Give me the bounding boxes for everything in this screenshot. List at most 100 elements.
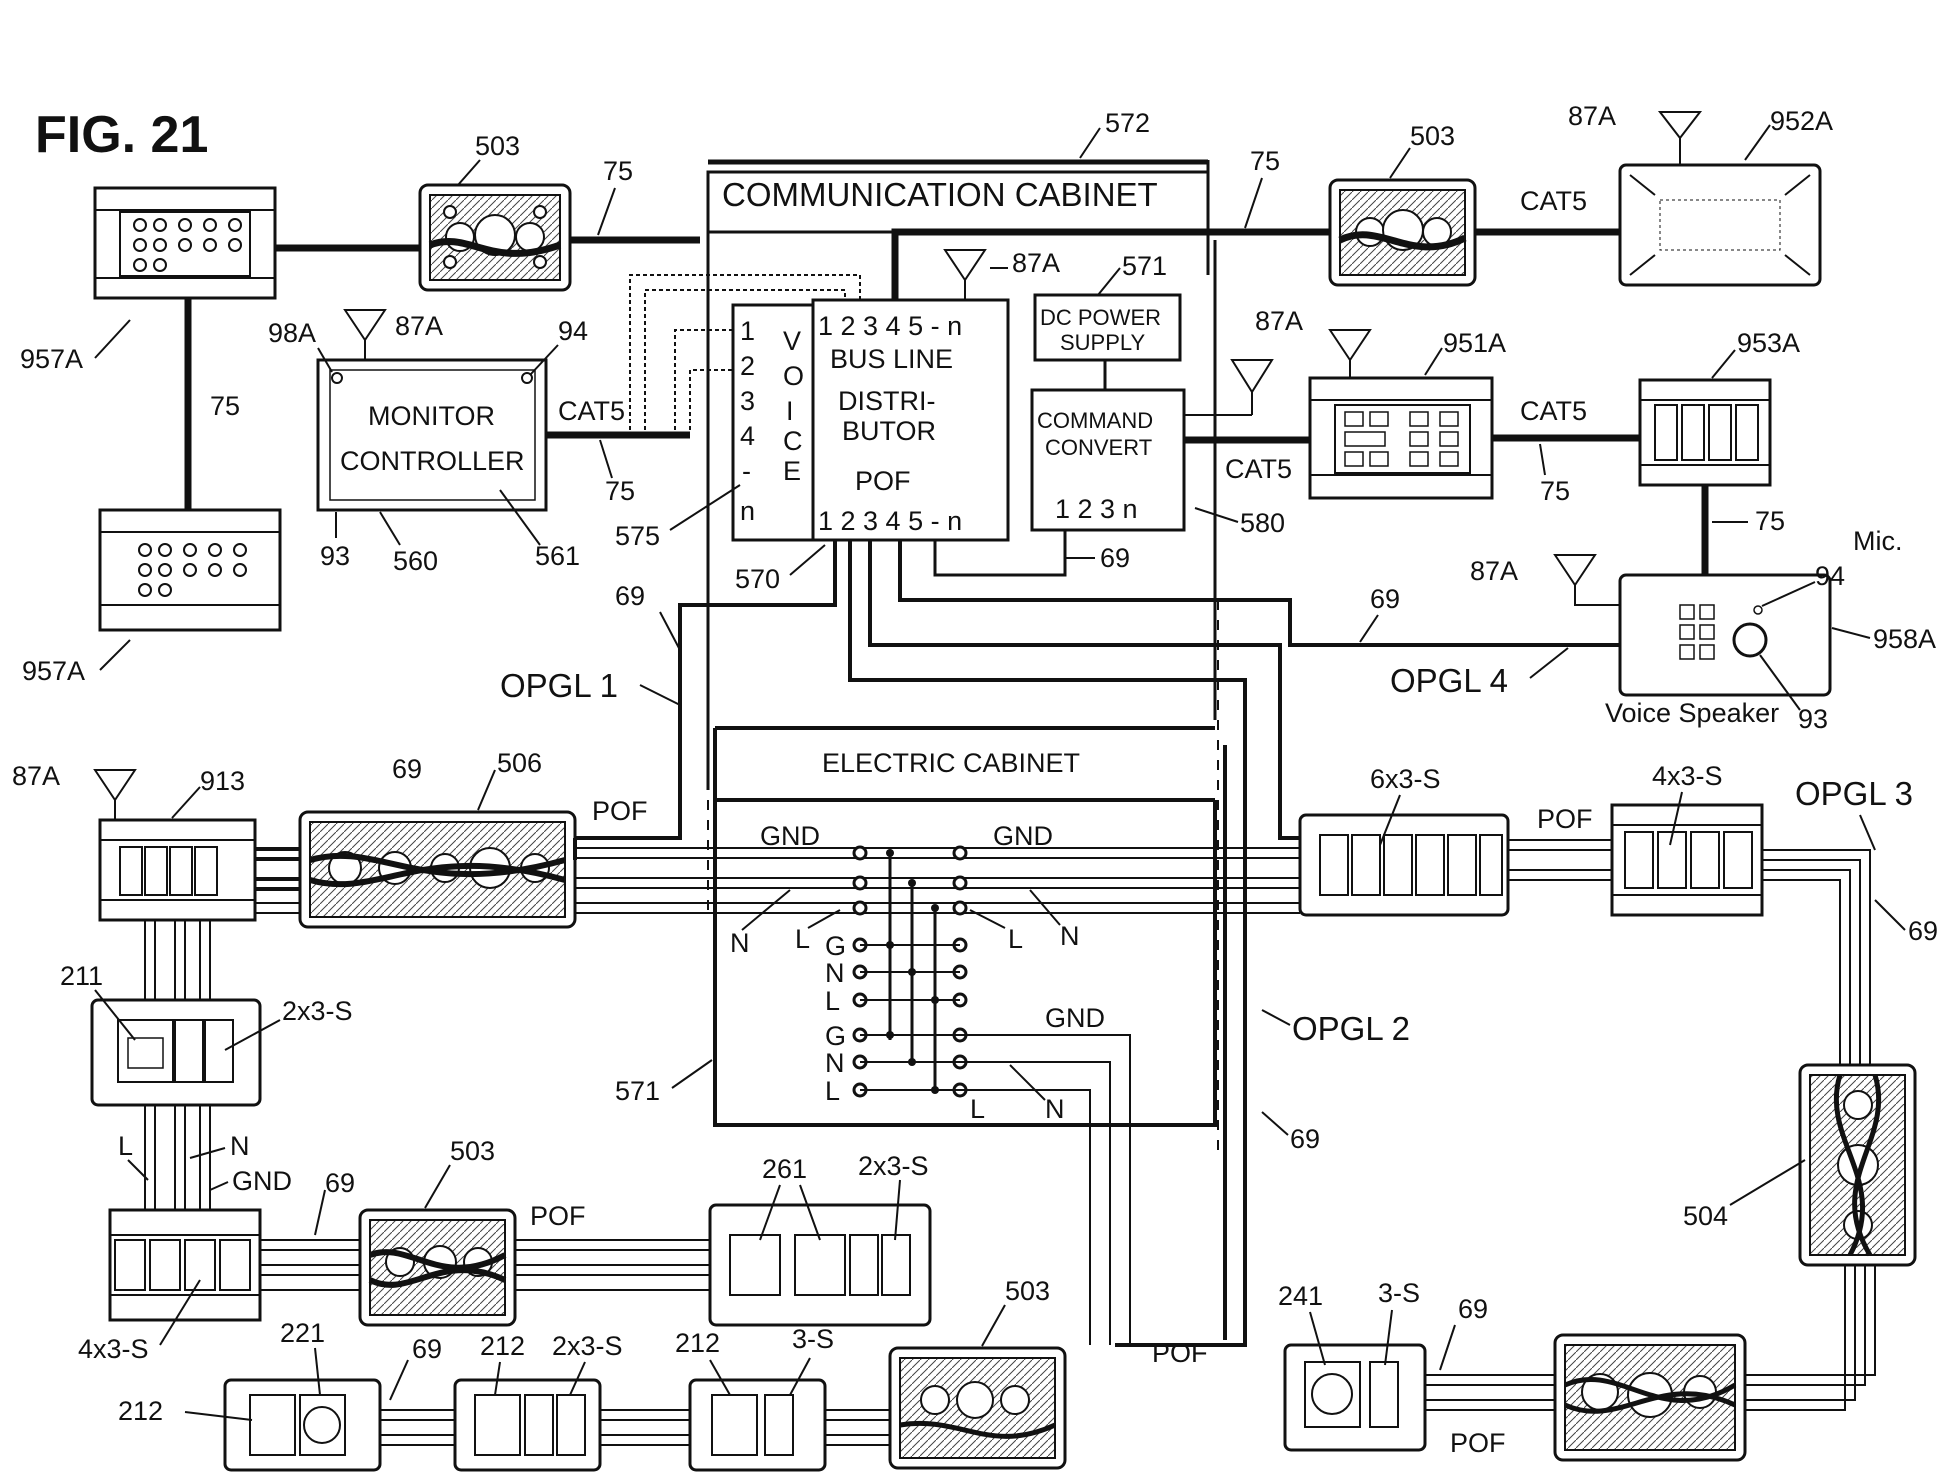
outlet-241-panel — [1285, 1345, 1425, 1450]
l-terminal: L — [970, 1094, 985, 1124]
outlet-212-2x3-panel — [455, 1380, 600, 1470]
monitor-controller-line2: CONTROLLER — [340, 446, 525, 476]
n-2: N — [825, 1048, 845, 1078]
ref-87a-913: 87A — [12, 761, 60, 791]
antenna-icon — [1555, 555, 1620, 605]
bus-pof: POF — [855, 466, 911, 496]
l-1: L — [825, 986, 840, 1016]
cat5-monitor: CAT5 — [558, 396, 625, 426]
svg-text:V: V — [783, 326, 801, 356]
n-left: N — [730, 928, 750, 958]
dc-power-line1: DC POWER — [1040, 305, 1161, 330]
antenna-icon — [1660, 112, 1700, 165]
ref-575: 575 — [615, 521, 660, 551]
ref-503-top-left: 503 — [475, 131, 520, 161]
ref-913: 913 — [200, 766, 245, 796]
ref-75-monitor: 75 — [605, 476, 635, 506]
l-left-bottom: L — [118, 1131, 133, 1161]
ref-570: 570 — [735, 564, 780, 594]
junction-box-503-bottom-center — [890, 1348, 1065, 1468]
command-ports: 1 2 3 n — [1055, 494, 1138, 524]
ref-212-a: 212 — [118, 1396, 163, 1426]
gnd-left: GND — [760, 821, 820, 851]
ref-87a-monitor: 87A — [395, 311, 443, 341]
ref-75-top-right: 75 — [1250, 146, 1280, 176]
ref-75-951: 75 — [1540, 476, 1570, 506]
ref-212-c: 212 — [675, 1328, 720, 1358]
mic-label: Mic. — [1853, 526, 1903, 556]
gnd-left-bottom: GND — [232, 1166, 292, 1196]
switch-2x3-left: 2x3-S — [282, 996, 353, 1026]
svg-text:C: C — [783, 426, 803, 456]
ref-504: 504 — [1683, 1201, 1728, 1231]
svg-text:O: O — [783, 361, 804, 391]
gnd-right: GND — [993, 821, 1053, 851]
voice-speaker-label: Voice Speaker — [1605, 698, 1779, 728]
ref-75-left: 75 — [210, 391, 240, 421]
svg-text:I: I — [786, 396, 794, 426]
switch-3s-bottom: 3-S — [792, 1324, 834, 1354]
ref-503-bottom-left: 503 — [450, 1136, 495, 1166]
svg-text:1: 1 — [740, 316, 755, 346]
outlet-212-3s-panel — [690, 1380, 825, 1470]
ref-87a-958: 87A — [1470, 556, 1518, 586]
switch-2x3-261: 2x3-S — [858, 1151, 929, 1181]
ref-212-b: 212 — [480, 1331, 525, 1361]
voice-speaker-958a — [1620, 575, 1830, 695]
switch-3s-right: 3-S — [1378, 1278, 1420, 1308]
ref-560: 560 — [393, 546, 438, 576]
ref-93-speaker: 93 — [1798, 704, 1828, 734]
ref-503-bottom-center: 503 — [1005, 1276, 1050, 1306]
svg-text:n: n — [740, 496, 755, 526]
cat5-951: CAT5 — [1520, 396, 1587, 426]
svg-text:E: E — [783, 456, 801, 486]
ref-221: 221 — [280, 1318, 325, 1348]
ref-87a-952: 87A — [1568, 101, 1616, 131]
monitor-controller — [318, 360, 546, 510]
panel-957a-bottom — [100, 510, 280, 630]
ref-953a: 953A — [1737, 328, 1800, 358]
ref-957a-bottom: 957A — [22, 656, 85, 686]
ref-69-bus: 69 — [1100, 543, 1130, 573]
panel-951a — [1310, 378, 1492, 498]
ref-503-top-right: 503 — [1410, 121, 1455, 151]
ref-241: 241 — [1278, 1281, 1323, 1311]
ref-958a: 958A — [1873, 624, 1936, 654]
opgl2-label: OPGL 2 — [1292, 1010, 1410, 1047]
terminal-leads — [860, 945, 960, 1090]
ref-561: 561 — [535, 541, 580, 571]
junction-box-503-top-left — [420, 185, 570, 290]
pof-opgl1: POF — [592, 796, 648, 826]
ref-571-dc: 571 — [1122, 251, 1167, 281]
ref-211: 211 — [60, 961, 103, 991]
ref-957a-top: 957A — [20, 344, 83, 374]
opgl4-label: OPGL 4 — [1390, 662, 1508, 699]
ref-69-506: 69 — [392, 754, 422, 784]
panel-913 — [100, 820, 255, 920]
antenna-icon — [1330, 330, 1370, 378]
ref-87a-bus: 87A — [1012, 248, 1060, 278]
svg-text:-: - — [742, 456, 751, 486]
svg-text:4: 4 — [740, 421, 755, 451]
ref-69-241: 69 — [1458, 1294, 1488, 1324]
switch-6x3-label: 6x3-S — [1370, 764, 1441, 794]
antenna-icon — [345, 310, 385, 360]
ref-94-speaker: 94 — [1815, 561, 1845, 591]
ref-94-monitor: 94 — [558, 316, 588, 346]
ref-261: 261 — [762, 1154, 807, 1184]
ref-506: 506 — [497, 748, 542, 778]
switch-6x3 — [1300, 815, 1508, 915]
junction-box-504 — [1800, 1065, 1915, 1265]
electric-cabinet-ref: 571 — [615, 1076, 660, 1106]
g-2: G — [825, 1021, 846, 1051]
opgl1-label: OPGL 1 — [500, 667, 618, 704]
ref-69-bottom: 69 — [412, 1334, 442, 1364]
ref-75-top: 75 — [603, 156, 633, 186]
bus-top-ports: 1 2 3 4 5 - n — [818, 311, 962, 341]
switch-4x3-right-label: 4x3-S — [1652, 761, 1723, 791]
bus-line-3: BUTOR — [842, 416, 936, 446]
ref-580: 580 — [1240, 508, 1285, 538]
junction-box-503-bottom-left — [360, 1210, 515, 1325]
